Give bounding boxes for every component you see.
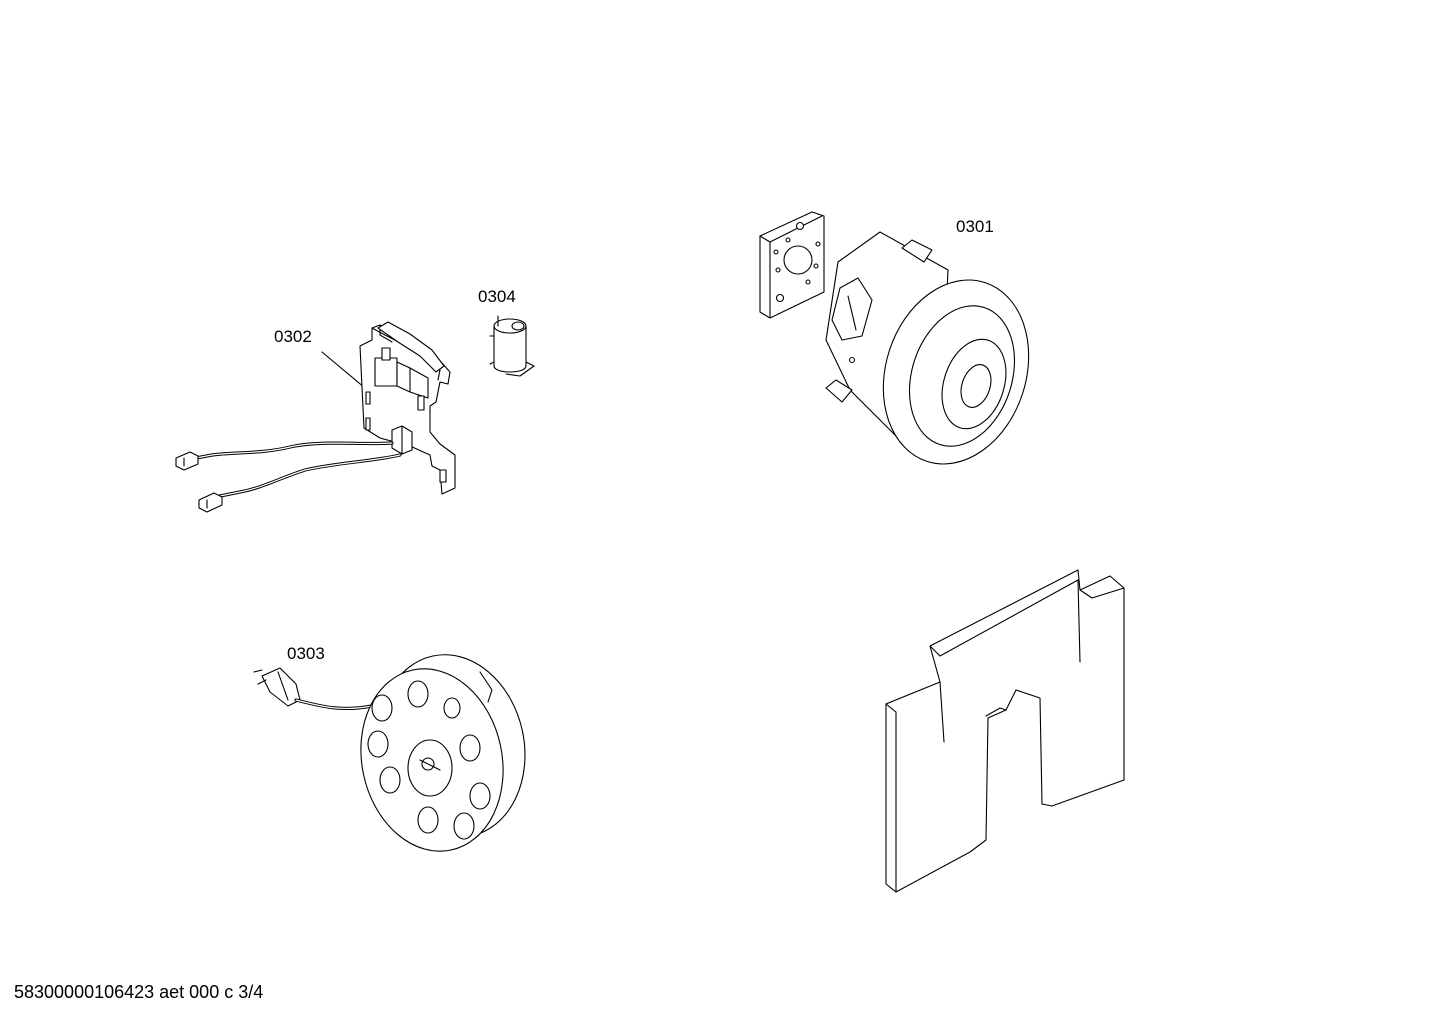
part-label-0304: 0304: [478, 287, 516, 306]
part-label-0302: 0302: [274, 327, 312, 346]
part-label-0301: 0301: [956, 217, 994, 236]
leader-line-0302: [322, 352, 365, 388]
cable-reel-0303: [254, 641, 542, 865]
foam-block: [886, 570, 1124, 892]
switch-assembly-0302: [176, 322, 455, 512]
drawing-number-footer: 58300000106423 aet 000 c 3/4: [14, 982, 264, 1002]
part-label-0303: 0303: [287, 644, 325, 663]
capacitor-0304: [490, 316, 534, 376]
motor-0301: [760, 212, 1052, 483]
